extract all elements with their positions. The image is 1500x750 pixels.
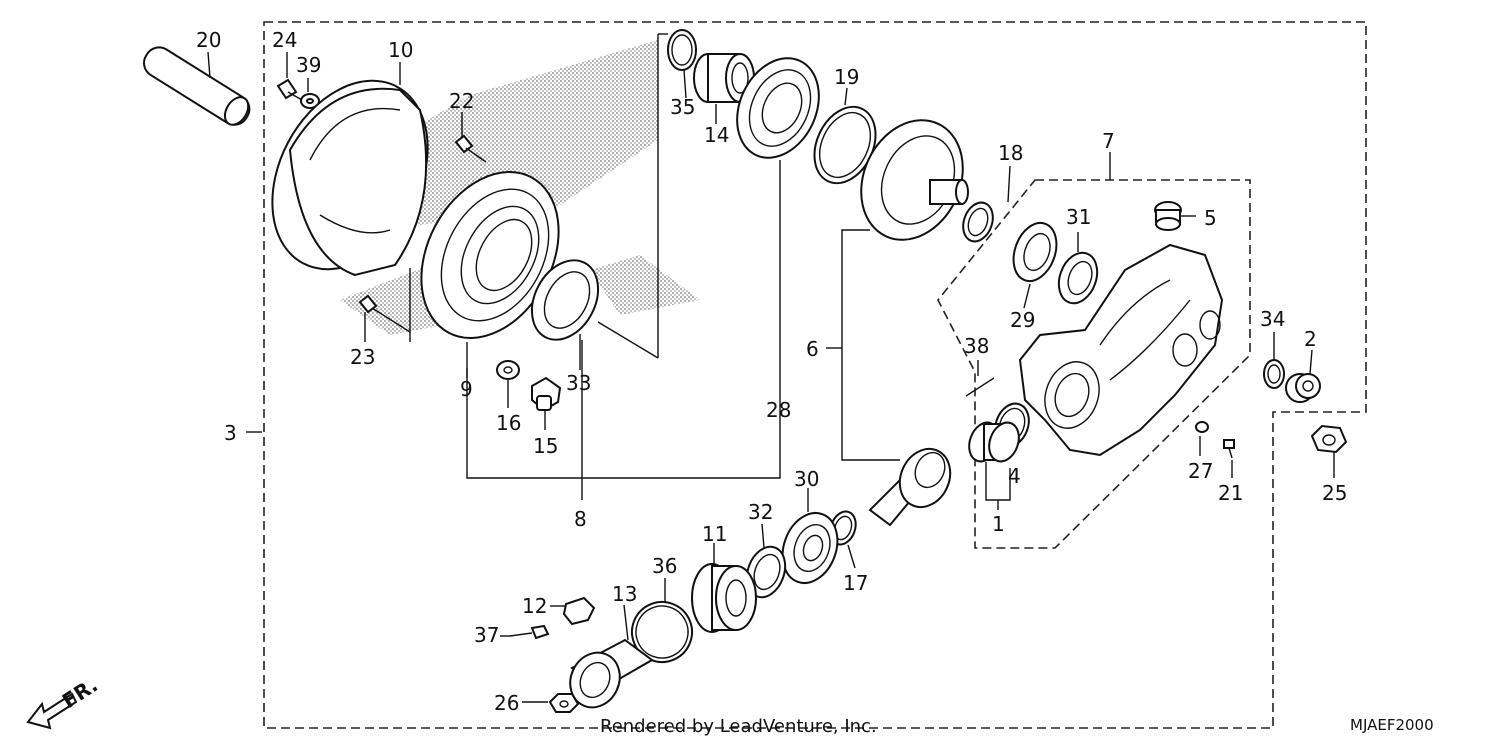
bearing-29-shape [1012,221,1058,283]
callout-9: 9 [460,377,473,401]
callout-18: 18 [998,141,1023,165]
callout-33: 33 [566,371,591,395]
stud-38-shape [965,377,995,397]
callout-38: 38 [964,334,989,358]
callout-3: 3 [224,421,237,445]
callout-28: 28 [766,398,791,422]
callout-15: 15 [533,434,558,458]
callout-19: 19 [834,65,859,89]
washer-16-shape [496,360,520,380]
oil-seal-31-shape [1057,251,1099,305]
bearing-28-shape [736,57,820,159]
callout-4: 4 [1008,464,1021,488]
shim-18-shape [962,201,994,243]
callout-26: 26 [494,691,519,715]
gear-case-shape [1018,243,1224,457]
callout-23: 23 [350,345,375,369]
callout-27: 27 [1188,459,1213,483]
callout-17: 17 [843,571,868,595]
nut-26-shape [548,693,580,713]
callout-34: 34 [1260,307,1285,331]
callout-8: 8 [574,507,587,531]
callout-32: 32 [748,500,773,524]
callout-labels: 1 2 3 4 5 6 7 8 9 10 11 12 13 14 15 16 1… [196,28,1347,715]
callout-30: 30 [794,467,819,491]
bolt-37-shape [509,624,550,640]
leader-lines [207,33,1335,703]
bolt-23-shape [358,294,411,333]
callout-20: 20 [196,28,221,52]
callout-2: 2 [1304,327,1317,351]
callout-6: 6 [806,337,819,361]
bearing-30-shape [781,512,839,584]
callout-12: 12 [522,594,547,618]
spline-gear-11-shape [691,563,757,633]
callout-29: 29 [1010,308,1035,332]
assembly-boundary [263,21,1367,729]
callout-25: 25 [1322,481,1347,505]
callout-5: 5 [1204,206,1217,230]
callout-24: 24 [272,28,297,52]
washer-27-shape [1195,421,1209,433]
cover-band-shape [271,79,429,277]
callout-35: 35 [670,95,695,119]
cap-5-shape [1154,201,1182,231]
callout-10: 10 [388,38,413,62]
bearing-1-shape [968,421,1020,463]
callout-39: 39 [296,53,321,77]
gear-case-boundary [937,179,1251,549]
callout-22: 22 [449,89,474,113]
plug-15-shape [531,376,562,412]
callout-13: 13 [612,582,637,606]
washer-34-shape [1263,359,1285,389]
bolt-24-shape [276,78,320,109]
callout-31: 31 [1066,205,1091,229]
ring-gear-shape [860,119,969,241]
oil-seal-33-shape [530,259,600,341]
callout-36: 36 [652,554,677,578]
dowel-pin-shape [143,46,251,126]
diagram-code: MJAEF2000 [1350,716,1434,734]
bolt-21-shape [1223,439,1235,459]
callout-14: 14 [704,123,729,147]
callout-7: 7 [1102,129,1115,153]
stopper-12-shape [562,596,596,626]
callout-21: 21 [1218,481,1243,505]
front-direction-arrow [26,692,78,730]
callout-11: 11 [702,522,727,546]
pinion-gear-shape [868,447,952,527]
callout-16: 16 [496,411,521,435]
joint-13-shape [569,638,654,709]
callout-1: 1 [992,512,1005,536]
callout-37: 37 [474,623,499,647]
nut-25-shape [1310,424,1348,454]
part-drawings [26,29,1348,730]
footer-credit: Rendered by LeadVenture, Inc. [600,716,877,737]
nut-2-shape [1285,373,1321,403]
